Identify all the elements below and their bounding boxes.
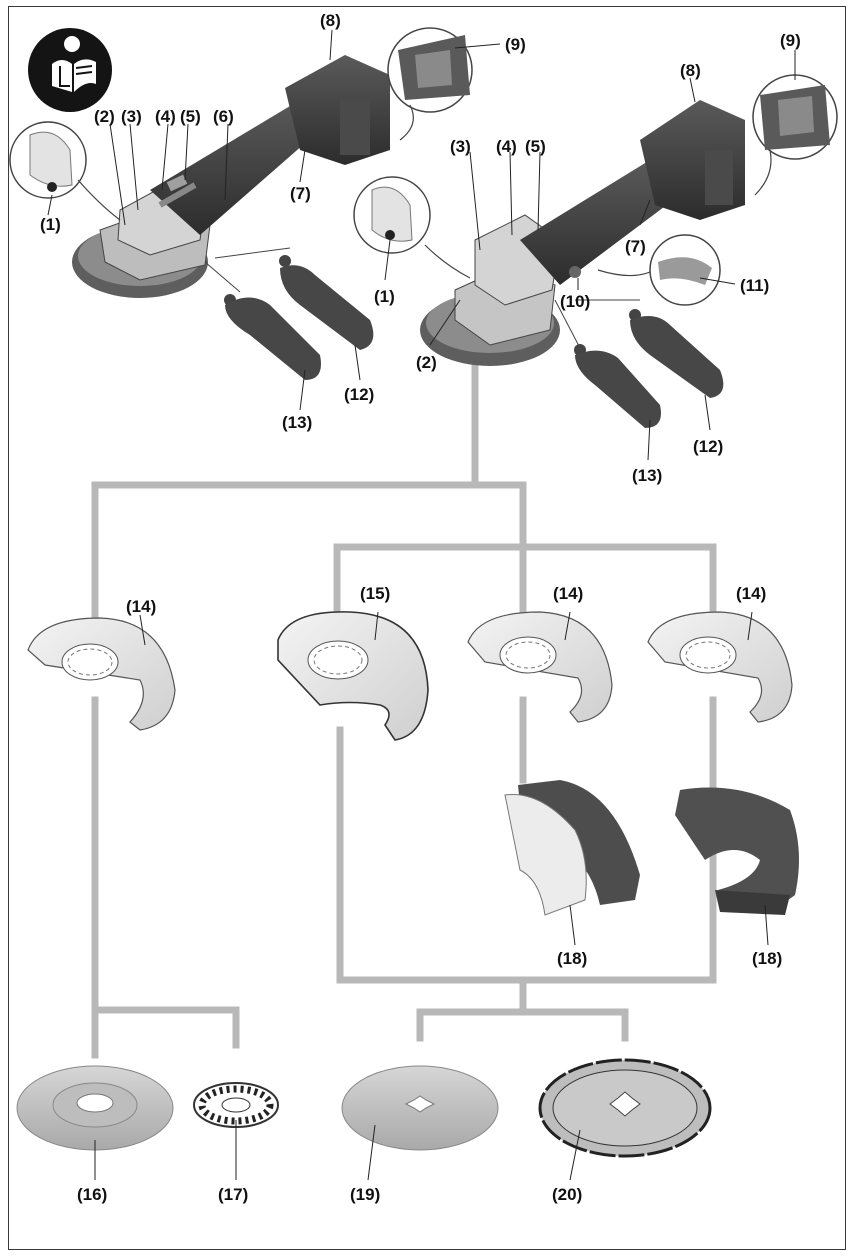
label-4-left: (4) <box>155 107 176 126</box>
lock-button-detail-left <box>9 121 121 221</box>
label-7-right: (7) <box>625 237 646 256</box>
label-17: (17) <box>218 1185 249 1204</box>
handle-13-left <box>224 294 321 380</box>
label-14-left: (14) <box>126 597 157 616</box>
label-1-left: (1) <box>40 215 61 234</box>
label-18-left: (18) <box>557 949 588 968</box>
label-19: (19) <box>350 1185 381 1204</box>
label-13-left: (13) <box>282 413 313 432</box>
label-16: (16) <box>77 1185 108 1204</box>
lock-button-detail-right <box>353 176 471 279</box>
angle-grinder-right <box>420 100 745 366</box>
guard-14-center <box>467 611 613 723</box>
guard-15 <box>277 611 429 741</box>
label-15: (15) <box>360 584 391 603</box>
guard-14-left <box>27 617 176 731</box>
cover-attachment-18-left <box>504 780 640 916</box>
flap-disc-17 <box>193 1082 279 1128</box>
handle-12-right <box>629 309 724 398</box>
label-5-left: (5) <box>180 107 201 126</box>
handle-leader-lines-right <box>554 299 640 349</box>
label-18-right: (18) <box>752 949 783 968</box>
label-10: (10) <box>560 292 591 311</box>
label-3-left: (3) <box>121 107 142 126</box>
battery-detail-left <box>387 27 473 141</box>
connector-lines <box>91 361 717 1059</box>
cutting-disc-19 <box>341 1065 499 1151</box>
handle-leader-lines-left <box>204 247 291 293</box>
label-9-left: (9) <box>505 35 526 54</box>
label-2-left: (2) <box>94 107 115 126</box>
label-7-left: (7) <box>290 184 311 203</box>
read-manual-icon <box>28 28 112 112</box>
label-12-left: (12) <box>344 385 375 404</box>
label-4-right: (4) <box>496 137 517 156</box>
guard-14-right <box>647 611 793 723</box>
label-13-right: (13) <box>632 466 663 485</box>
angle-grinder-left <box>72 55 390 298</box>
paddle-detail-right <box>597 234 721 306</box>
label-leader-lines <box>47 29 796 1181</box>
label-8-right: (8) <box>680 61 701 80</box>
handle-13-right <box>574 344 661 428</box>
label-14-right: (14) <box>736 584 767 603</box>
label-5-right: (5) <box>525 137 546 156</box>
label-8-left: (8) <box>320 11 341 30</box>
label-11: (11) <box>740 276 770 295</box>
diamond-disc-20 <box>538 1058 712 1158</box>
handle-12-left <box>279 255 374 350</box>
label-2-right: (2) <box>416 353 437 372</box>
label-14-center: (14) <box>553 584 584 603</box>
cover-attachment-18-right <box>675 787 799 915</box>
label-9-right: (9) <box>780 31 801 50</box>
label-3-right: (3) <box>450 137 471 156</box>
label-20: (20) <box>552 1185 583 1204</box>
grinding-disc-16 <box>16 1065 174 1151</box>
battery-detail-right <box>752 74 838 196</box>
label-6: (6) <box>213 107 234 126</box>
label-12-right: (12) <box>693 437 724 456</box>
label-1-right: (1) <box>374 287 395 306</box>
page-border <box>8 6 846 1250</box>
